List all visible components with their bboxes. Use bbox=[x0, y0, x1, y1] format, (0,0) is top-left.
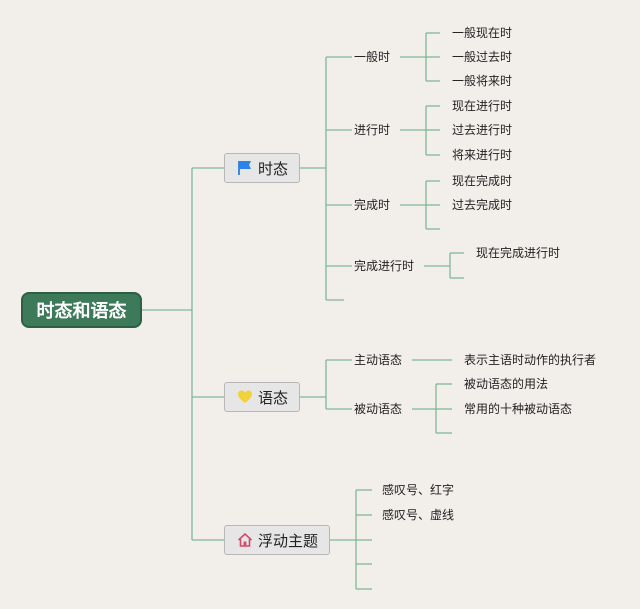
subtopic-active[interactable]: 主动语态 bbox=[354, 353, 403, 367]
leaf-simple-present[interactable]: 一般现在时 bbox=[452, 26, 513, 40]
flag-icon bbox=[238, 161, 251, 175]
leaf-present-perfect[interactable]: 现在完成时 bbox=[452, 174, 513, 188]
leaf-past-perfect[interactable]: 过去完成时 bbox=[452, 198, 513, 212]
subtopic-progressive[interactable]: 进行时 bbox=[354, 123, 391, 137]
branch-voice-label: 语态 bbox=[257, 388, 288, 407]
branch-tense[interactable]: 时态 bbox=[224, 153, 300, 183]
root-node[interactable]: 时态和语态 bbox=[21, 292, 142, 328]
leaf-floating-1[interactable]: 感叹号、红字 bbox=[382, 483, 455, 497]
leaf-present-progressive[interactable]: 现在进行时 bbox=[452, 99, 513, 113]
leaf-passive-common[interactable]: 常用的十种被动语态 bbox=[464, 402, 573, 416]
leaf-active-description[interactable]: 表示主语时动作的执行者 bbox=[464, 353, 597, 367]
subtopic-perfect[interactable]: 完成时 bbox=[354, 198, 391, 212]
branch-tense-label: 时态 bbox=[257, 159, 288, 178]
root-label: 时态和语态 bbox=[36, 301, 127, 322]
leaf-passive-usage[interactable]: 被动语态的用法 bbox=[464, 377, 549, 391]
leaf-simple-future[interactable]: 一般将来时 bbox=[452, 74, 513, 88]
leaf-future-progressive[interactable]: 将来进行时 bbox=[452, 148, 513, 162]
branch-floating[interactable]: 浮动主题 bbox=[224, 525, 330, 555]
leaf-simple-past[interactable]: 一般过去时 bbox=[452, 50, 513, 64]
leaf-past-progressive[interactable]: 过去进行时 bbox=[452, 123, 513, 137]
leaf-floating-2[interactable]: 感叹号、虚线 bbox=[382, 508, 455, 522]
subtopic-perfect-progressive[interactable]: 完成进行时 bbox=[354, 259, 415, 273]
home-icon bbox=[237, 533, 253, 547]
heart-icon bbox=[237, 390, 252, 403]
branch-floating-label: 浮动主题 bbox=[257, 531, 318, 550]
leaf-present-perfect-progressive[interactable]: 现在完成进行时 bbox=[476, 246, 561, 260]
branch-voice[interactable]: 语态 bbox=[224, 382, 300, 412]
subtopic-simple[interactable]: 一般时 bbox=[354, 50, 391, 64]
subtopic-passive[interactable]: 被动语态 bbox=[354, 402, 403, 416]
